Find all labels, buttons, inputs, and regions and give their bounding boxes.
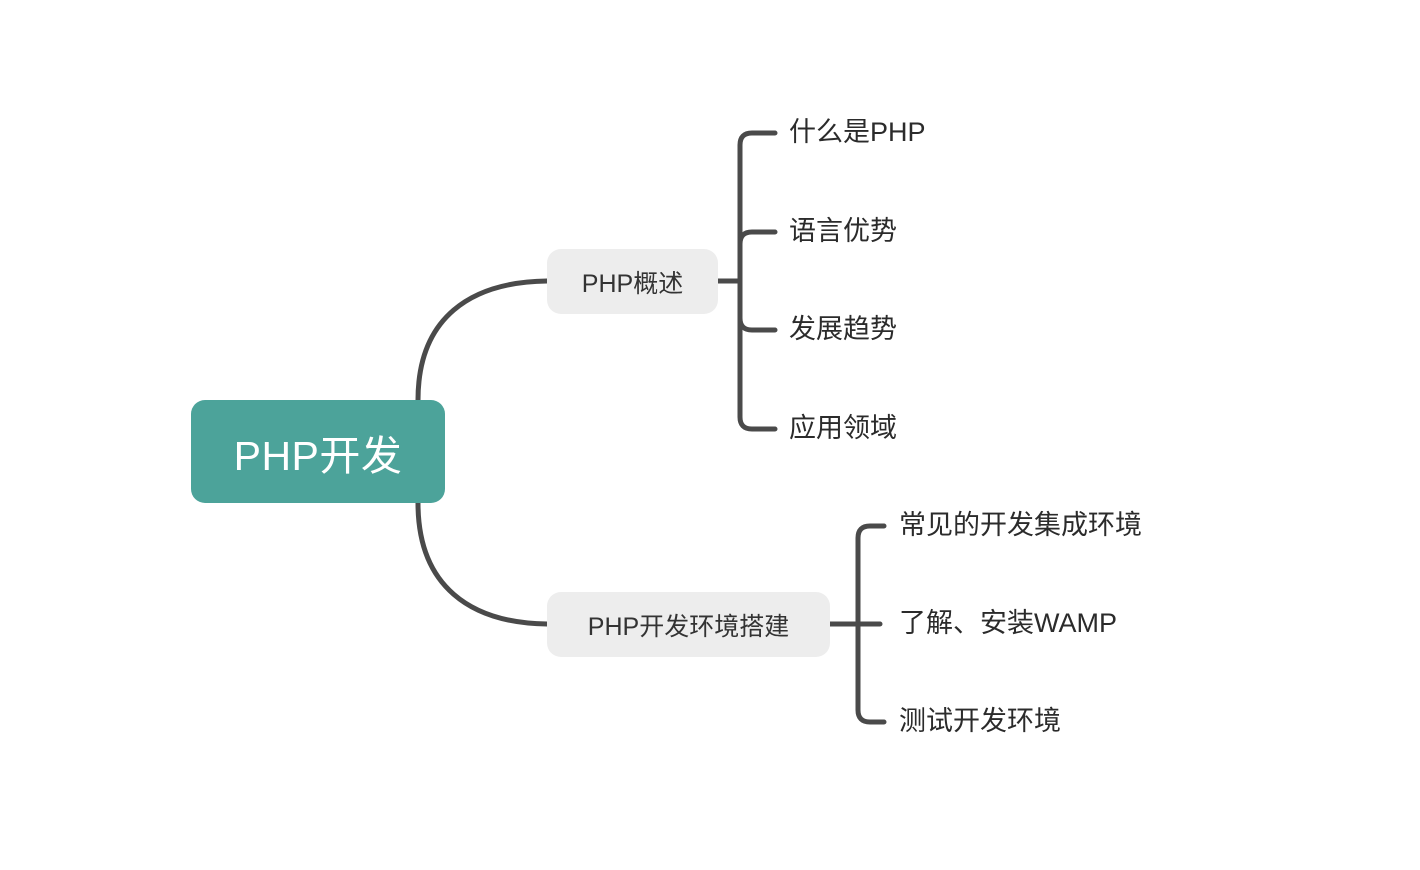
leaf-node-common-ide[interactable]: 常见的开发集成环境 [899, 512, 1142, 539]
root-node[interactable]: PHP开发 [191, 400, 445, 503]
bracket-branch-1 [737, 130, 778, 432]
edge-leaf-1-2 [737, 229, 778, 247]
edge-leaf-1-3 [737, 315, 778, 333]
leaf-node-label: 语言优势 [789, 216, 897, 246]
leaf-node-what-is-php[interactable]: 什么是PHP [789, 119, 926, 146]
edge-root-to-branch-1 [415, 278, 550, 403]
branch-node-label: PHP开发环境搭建 [587, 612, 790, 641]
root-node-label: PHP开发 [233, 432, 403, 479]
branch-node-label: PHP概述 [581, 269, 684, 298]
bracket-branch-2 [855, 523, 887, 725]
leaf-node-label: 什么是PHP [789, 117, 926, 147]
leaf-node-label: 常见的开发集成环境 [899, 510, 1142, 540]
leaf-node-development-trends[interactable]: 发展趋势 [789, 316, 897, 343]
leaf-node-label: 测试开发环境 [899, 706, 1061, 736]
leaf-node-test-environment[interactable]: 测试开发环境 [899, 708, 1061, 735]
leaf-node-label: 了解、安装WAMP [899, 608, 1117, 638]
branch-node-php-env-setup[interactable]: PHP开发环境搭建 [547, 592, 830, 657]
leaf-node-install-wamp[interactable]: 了解、安装WAMP [899, 610, 1117, 637]
branch-node-php-overview[interactable]: PHP概述 [547, 249, 718, 314]
leaf-node-language-advantages[interactable]: 语言优势 [789, 218, 897, 245]
leaf-node-label: 应用领域 [789, 413, 897, 443]
leaf-node-label: 发展趋势 [789, 314, 897, 344]
leaf-node-application-fields[interactable]: 应用领域 [789, 415, 897, 442]
edge-root-to-branch-2 [415, 500, 550, 627]
